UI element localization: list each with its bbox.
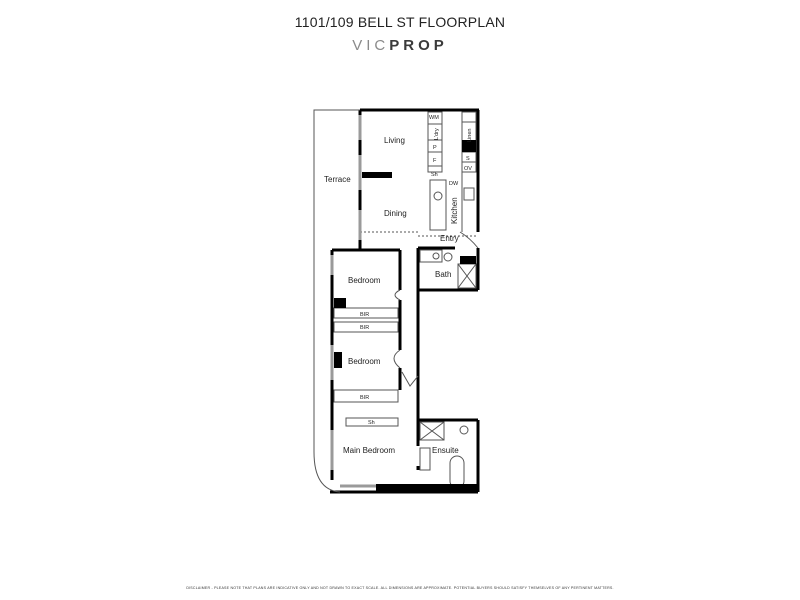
label-sh-2: Sh bbox=[368, 420, 375, 426]
label-terrace: Terrace bbox=[324, 175, 351, 184]
solid-blocks bbox=[334, 140, 478, 492]
walls bbox=[330, 108, 480, 494]
label-bedroom-1: Bedroom bbox=[348, 276, 381, 285]
label-bath: Bath bbox=[435, 270, 451, 279]
label-ensuite: Ensuite bbox=[432, 446, 459, 455]
label-wm: WM bbox=[429, 115, 439, 121]
windows bbox=[330, 115, 376, 488]
label-ldry: L'dry bbox=[434, 128, 440, 140]
label-f: F bbox=[433, 158, 437, 164]
label-bir-1: BIR bbox=[360, 312, 369, 318]
label-living: Living bbox=[384, 136, 405, 145]
label-main-bedroom: Main Bedroom bbox=[343, 446, 395, 455]
label-p: P bbox=[433, 145, 437, 151]
label-bir-3: BIR bbox=[360, 395, 369, 401]
label-entry: Entry bbox=[440, 234, 459, 243]
label-sh-1: Sh bbox=[431, 172, 438, 178]
label-ov: OV bbox=[464, 166, 472, 172]
label-bedroom-2: Bedroom bbox=[348, 357, 381, 366]
label-linen: Linen bbox=[467, 129, 473, 142]
label-dw: DW bbox=[449, 181, 459, 187]
page-title: 1101/109 BELL ST FLOORPLAN bbox=[294, 14, 506, 30]
label-kitchen: Kitchen bbox=[450, 197, 459, 224]
brand-logo: VICPROP bbox=[0, 37, 800, 54]
brand-logo-light: VIC bbox=[352, 37, 390, 54]
room-labels: Living Terrace Dining Kitchen Entry Bath… bbox=[324, 136, 459, 455]
label-s: S bbox=[466, 156, 470, 162]
disclaimer: DISCLAIMER - PLEASE NOTE THAT PLANS ARE … bbox=[186, 586, 614, 590]
label-bir-2: BIR bbox=[360, 325, 369, 331]
label-dining: Dining bbox=[384, 209, 407, 218]
thin-lines bbox=[313, 109, 479, 493]
small-labels: BIR BIR BIR Sh Sh WM L'dry P F DW Linen … bbox=[360, 115, 473, 426]
brand-logo-dark: PROP bbox=[389, 37, 448, 54]
